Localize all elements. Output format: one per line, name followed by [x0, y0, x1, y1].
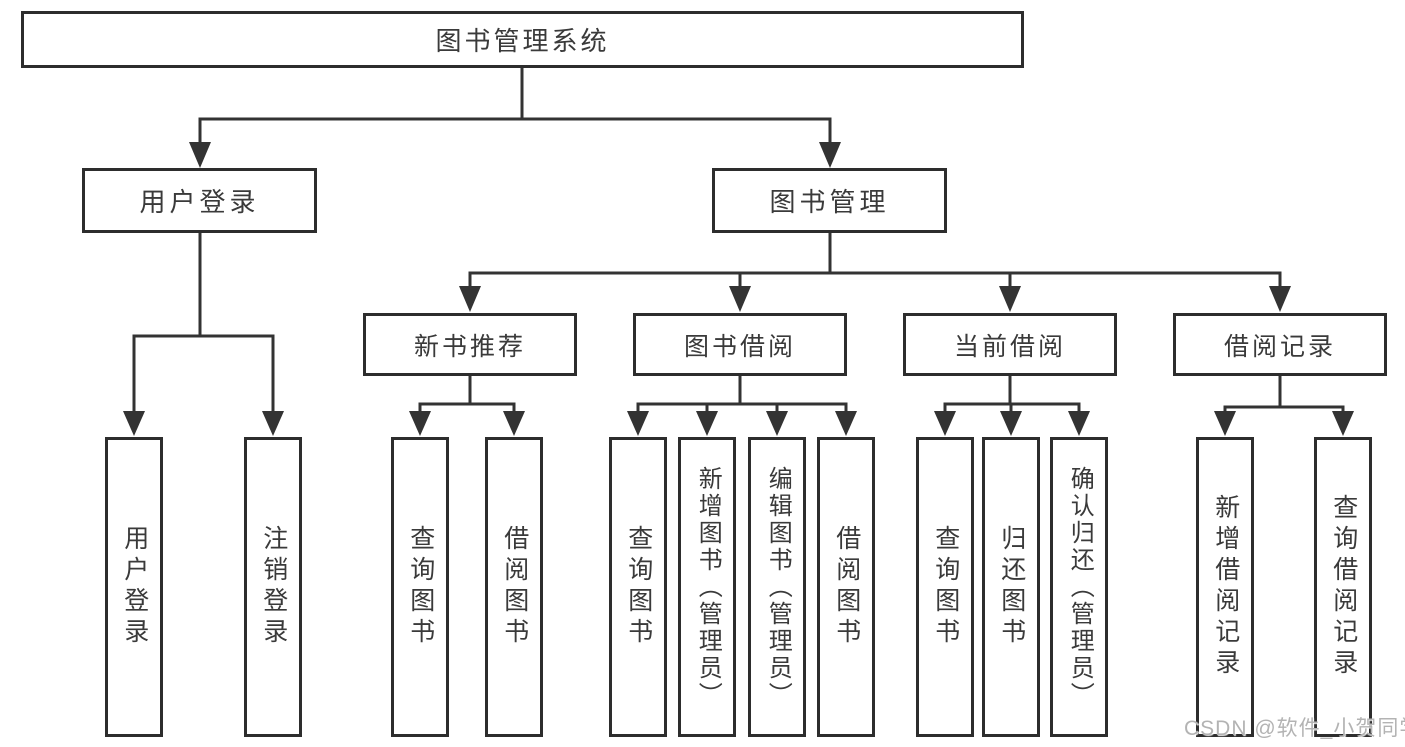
node-label: 用户登录 [120, 525, 149, 649]
arrowhead [1000, 411, 1022, 436]
arrowhead [262, 411, 284, 436]
node-leaf-query-books-3: 查询图书 [916, 437, 974, 737]
node-label: 查询图书 [931, 525, 960, 649]
node-book-borrow: 图书借阅 [633, 313, 847, 376]
node-label: 图书管理 [769, 187, 890, 217]
node-label: 新增借阅记录 [1211, 494, 1240, 680]
node-leaf-edit-books-admin: 编辑图书（管理员） [748, 437, 806, 737]
arrowhead [189, 142, 211, 168]
arrowhead [409, 411, 431, 436]
arrowhead [729, 286, 751, 312]
node-label: 借阅记录 [1223, 332, 1336, 361]
arrowhead [1214, 411, 1236, 436]
arrowhead [459, 286, 481, 312]
node-label: 图书借阅 [683, 332, 796, 361]
arrowhead [1332, 411, 1354, 436]
node-label: 归还图书 [997, 525, 1026, 649]
node-leaf-user-login: 用户登录 [105, 437, 163, 737]
arrowhead [766, 411, 788, 436]
node-leaf-confirm-return-admin: 确认归还（管理员） [1050, 437, 1108, 737]
arrowhead [999, 286, 1021, 312]
connector-book-borrow-children [627, 375, 857, 436]
node-new-book-recommend: 新书推荐 [363, 313, 577, 376]
node-leaf-borrow-books-1: 借阅图书 [485, 437, 543, 737]
node-leaf-add-borrow-record: 新增借阅记录 [1196, 437, 1254, 737]
node-leaf-add-books-admin: 新增图书（管理员） [678, 437, 736, 737]
arrowhead [696, 411, 718, 436]
node-label: 编辑图书（管理员） [764, 465, 792, 709]
arrowhead [1269, 286, 1291, 312]
arrowhead [835, 411, 857, 436]
arrowhead [503, 411, 525, 436]
connector-root-to-level2 [189, 66, 841, 168]
node-leaf-query-books-2: 查询图书 [609, 437, 667, 737]
arrowhead [1068, 411, 1090, 436]
node-label: 当前借阅 [953, 332, 1066, 361]
connector-current-borrow-children [934, 375, 1090, 436]
node-label: 查询借阅记录 [1329, 494, 1358, 680]
node-label: 确认归还（管理员） [1066, 465, 1094, 709]
node-leaf-borrow-books-2: 借阅图书 [817, 437, 875, 737]
node-leaf-query-books-1: 查询图书 [391, 437, 449, 737]
node-label: 用户登录 [139, 187, 260, 217]
arrowhead [627, 411, 649, 436]
arrowhead [819, 142, 841, 168]
arrowhead [123, 411, 145, 436]
connector-borrow-record-children [1214, 376, 1354, 436]
node-label: 借阅图书 [832, 525, 861, 649]
connector-new-book-children [409, 375, 525, 436]
node-label: 借阅图书 [500, 525, 529, 649]
node-book-management: 图书管理 [712, 168, 947, 233]
node-borrow-records: 借阅记录 [1173, 313, 1387, 376]
node-label: 新书推荐 [413, 332, 526, 361]
node-leaf-return-books: 归还图书 [982, 437, 1040, 737]
csdn-watermark: CSDN @软件_小贺同学 [1184, 717, 1405, 740]
arrowhead [934, 411, 956, 436]
node-library-management-system: 图书管理系统 [21, 11, 1024, 68]
node-leaf-query-borrow-record: 查询借阅记录 [1314, 437, 1372, 737]
connector-book-management-children [459, 232, 1291, 312]
node-leaf-logout: 注销登录 [244, 437, 302, 737]
node-label: 查询图书 [406, 525, 435, 649]
node-label: 新增图书（管理员） [694, 465, 722, 709]
node-label: 查询图书 [624, 525, 653, 649]
node-label: 图书管理系统 [435, 26, 610, 56]
connector-user-login-children [123, 232, 284, 436]
node-current-borrow: 当前借阅 [903, 313, 1117, 376]
node-user-login: 用户登录 [82, 168, 317, 233]
node-label: 注销登录 [259, 525, 288, 649]
